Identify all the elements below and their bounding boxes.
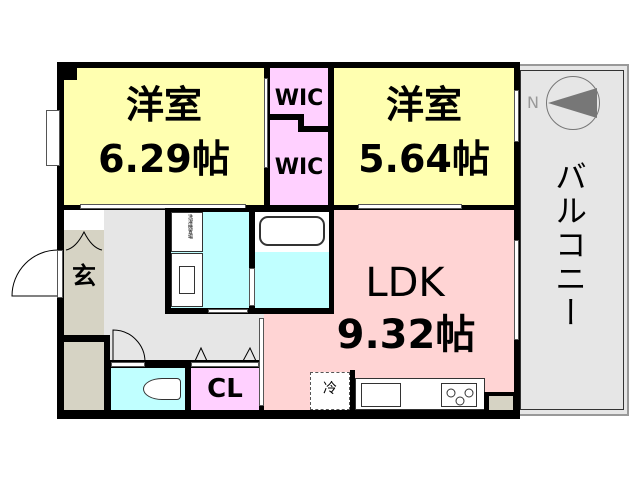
wall-bottom — [57, 410, 520, 418]
fridge-space — [310, 372, 350, 410]
wic-divider-wall — [268, 114, 330, 132]
toilet-bowl-icon — [143, 378, 181, 400]
compass-north-label: N — [527, 93, 539, 112]
closet-label: CL — [207, 374, 243, 404]
door-room2[interactable] — [358, 204, 462, 209]
kitchen-sink-icon — [361, 383, 401, 407]
closet-door[interactable] — [191, 362, 259, 367]
corner-pillar — [57, 62, 77, 80]
western-room-2-name: 洋室 — [385, 83, 462, 127]
wic-door-1[interactable] — [264, 78, 268, 168]
storage-lower — [64, 342, 104, 410]
balcony-inner-border — [520, 70, 624, 410]
western-room-1-size: 6.29帖 — [98, 137, 230, 181]
bathroom-door[interactable] — [249, 268, 255, 306]
entrance — [64, 230, 104, 335]
washroom-door[interactable] — [208, 309, 248, 313]
door-room1[interactable] — [80, 204, 246, 209]
closet — [191, 368, 259, 410]
toilet-door-leaf[interactable] — [111, 362, 145, 367]
front-door-leaf[interactable] — [57, 250, 63, 298]
shoe-cabinet-door-icon — [65, 230, 103, 251]
closet-door-swing-icon — [194, 346, 257, 362]
compass-arrow-icon — [548, 88, 597, 118]
western-room-1-name: 洋室 — [125, 83, 202, 127]
wic-1-label: WIC — [274, 86, 324, 111]
window-west — [46, 110, 60, 166]
pipe-shaft — [489, 396, 513, 412]
western-room-2-size: 5.64帖 — [358, 137, 490, 181]
window-ldk-east — [514, 240, 519, 340]
vanity — [171, 253, 203, 307]
wall-kitchen-left — [350, 370, 355, 412]
entrance-top-white — [64, 210, 104, 230]
balcony-label: バルコニー — [550, 160, 588, 330]
wic-2-label: WIC — [274, 155, 324, 180]
front-door-icon[interactable] — [10, 248, 62, 298]
wall-entrance-lower — [60, 335, 110, 341]
stove-icon — [441, 383, 477, 407]
western-room-1 — [64, 68, 264, 205]
ldk-door[interactable] — [259, 318, 264, 406]
fridge-label: 冷 — [323, 381, 337, 397]
wic-1 — [270, 68, 328, 205]
bathtub-icon-2 — [259, 216, 325, 246]
toilet-door-icon[interactable] — [111, 328, 147, 364]
vanity-sink-icon — [179, 266, 195, 294]
compass — [546, 76, 600, 130]
burners-icon — [446, 388, 474, 406]
ldk-size: 9.32帖 — [336, 312, 476, 358]
washer-label: 洗濯機置場 — [187, 214, 193, 239]
washer-space — [171, 212, 203, 252]
ldk-label: LDK — [365, 260, 445, 306]
western-room-2 — [334, 68, 514, 205]
entrance-label: 玄 — [72, 262, 96, 290]
window-east-2 — [514, 90, 519, 142]
